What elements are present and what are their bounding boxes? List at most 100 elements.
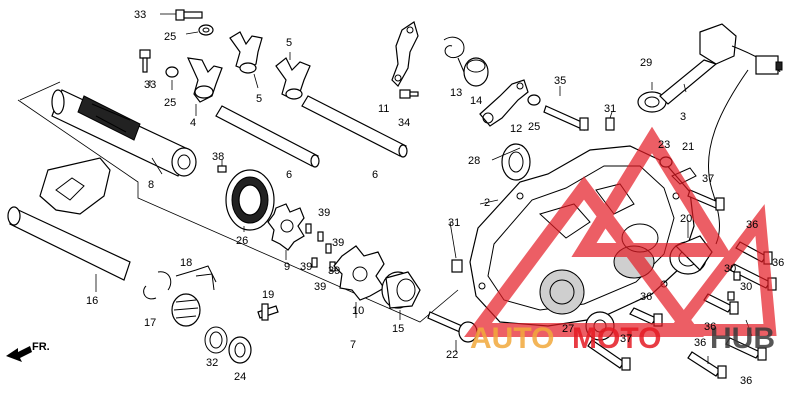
part-label: 32 [206, 357, 218, 369]
part-label: 13 [450, 87, 462, 99]
part-label: 34 [398, 117, 410, 129]
bolt-37-lower [587, 339, 631, 371]
part-label: 39 [318, 207, 330, 219]
part-label: 6 [372, 169, 378, 181]
washer-25-lower [165, 66, 179, 78]
part-label: 4 [190, 117, 196, 129]
part-label: 25 [164, 31, 176, 43]
part-label: 5 [256, 93, 262, 105]
bolt-36-f [687, 351, 727, 379]
bolt-35 [543, 105, 589, 131]
part-label: 25 [164, 97, 176, 109]
part-label: 9 [284, 261, 290, 273]
part-label: 37 [620, 333, 632, 345]
part-label: 16 [86, 295, 98, 307]
shift-drum-8 [51, 89, 197, 177]
part-label: 29 [640, 57, 652, 69]
part-label: 23 [658, 139, 670, 151]
part-label: 33 [134, 9, 146, 21]
part-label: 39 [314, 281, 326, 293]
assembly-outline-upper [19, 81, 61, 101]
part-label: 15 [392, 323, 404, 335]
gearshift-pedal-3 [659, 23, 783, 245]
part-label: 25 [528, 121, 540, 133]
part-label: 31 [448, 217, 460, 229]
watermark-word-hub: HUB [710, 322, 775, 355]
part-label: 36 [746, 219, 758, 231]
part-label: 14 [470, 95, 482, 107]
dowel-30 [727, 271, 741, 301]
part-label: 36 [640, 291, 652, 303]
part-label: 27 [562, 323, 574, 335]
front-direction-arrow-icon [6, 346, 32, 362]
part-label: 24 [234, 371, 246, 383]
part-label: 36 [740, 375, 752, 387]
part-label: 21 [682, 141, 694, 153]
part-label: 2 [484, 197, 490, 209]
bolt-33-lower [139, 49, 151, 73]
part-label: 33 [144, 79, 156, 91]
fork-shaft-6-left [215, 105, 320, 168]
bolt-33-upper [160, 9, 203, 21]
stopper-plate-11 [391, 21, 419, 87]
stud-19 [257, 303, 279, 321]
part-label: 19 [262, 289, 274, 301]
part-label: 18 [180, 257, 192, 269]
shift-fork-4 [187, 57, 223, 116]
part-label: 28 [468, 155, 480, 167]
watermark-word-auto: AUTO [470, 322, 554, 355]
part-label: 30 [740, 281, 752, 293]
part-label: 39 [332, 237, 344, 249]
part-label: 36 [772, 257, 784, 269]
part-label: 22 [446, 349, 458, 361]
part-label: 5 [286, 37, 292, 49]
part-label: 39 [328, 265, 340, 277]
part-label: 3 [680, 111, 686, 123]
part-label: 35 [554, 75, 566, 87]
bolt-36-e [725, 337, 767, 361]
part-label: 20 [680, 213, 692, 225]
pin-38 [217, 165, 227, 173]
front-direction-label: FR. [32, 341, 50, 353]
collar-15 [381, 271, 421, 309]
washer-17 [143, 271, 172, 300]
part-number-labels: 33 25 33 25 4 5 5 6 6 8 38 26 9 39 39 39… [86, 9, 784, 387]
dowel-pin-31-upper [605, 117, 615, 131]
part-label: 12 [510, 123, 522, 135]
part-label: 6 [286, 169, 292, 181]
part-label: 37 [702, 173, 714, 185]
leader-lines [149, 80, 753, 364]
part-label: 17 [144, 317, 156, 329]
drum-plate-10 [333, 245, 385, 301]
dowel-pin-31-lower [451, 259, 463, 273]
gearshift-spindle-16 [7, 157, 131, 292]
watermark-logo [464, 126, 777, 337]
return-spring-18 [171, 265, 217, 327]
washer-24 [228, 336, 252, 364]
spring-13 [443, 36, 465, 73]
part-label: 7 [350, 339, 356, 351]
collar-14 [463, 57, 489, 87]
part-label: 11 [378, 103, 389, 115]
part-label: 38 [212, 151, 224, 163]
washer-25-upper [185, 24, 214, 36]
part-label: 31 [604, 103, 616, 115]
pins-39 [305, 223, 336, 272]
shift-fork-5-left [229, 31, 263, 89]
part-label: 36 [694, 337, 706, 349]
bearing-26 [225, 169, 275, 231]
part-label: 10 [352, 305, 364, 317]
circlip-32 [204, 326, 228, 354]
stopper-arm-12 [479, 79, 529, 127]
fork-shaft-6-right [301, 95, 408, 158]
part-label: 39 [300, 261, 312, 273]
part-label: 36 [704, 321, 716, 333]
bolt-34 [399, 89, 419, 99]
washer-25-arm [527, 94, 541, 106]
part-label: 30 [724, 263, 736, 275]
drum-star-9 [267, 203, 305, 251]
part-label: 26 [236, 235, 248, 247]
assembly-outline [17, 99, 459, 323]
watermark-word-moto: MOTO [572, 322, 661, 355]
